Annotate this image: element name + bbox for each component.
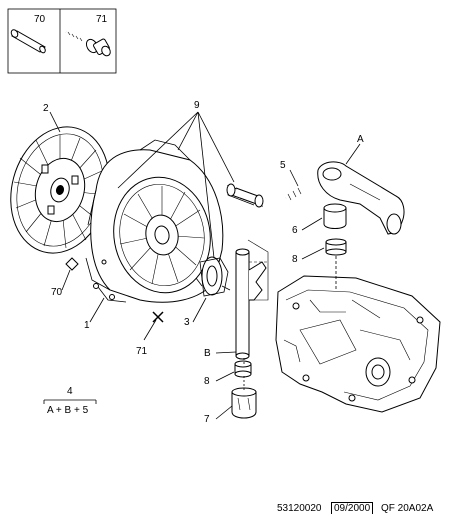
kit-formula: A + B + 5 — [47, 405, 89, 416]
kit-legend: 4 A + B + 5 — [43, 386, 97, 416]
footer-code: QF 20A02A — [381, 503, 434, 514]
callout-A: A — [357, 134, 364, 145]
callout-2: 2 — [43, 103, 49, 114]
upper-seal — [325, 238, 347, 256]
callout-7: 7 — [204, 414, 210, 425]
lower-bush — [234, 360, 252, 378]
footer-date: 09/2000 — [331, 502, 374, 514]
callout-8-lower: 8 — [204, 376, 210, 387]
push-rod — [285, 176, 323, 201]
callout-71: 71 — [136, 346, 148, 357]
callout-5: 5 — [280, 160, 286, 171]
callout-6: 6 — [292, 225, 298, 236]
inset-label-70: 70 — [34, 14, 46, 25]
inset-label-71: 71 — [96, 14, 108, 25]
release-bearing — [195, 256, 231, 297]
footer-ref: 53120020 — [277, 503, 322, 514]
leader-lines — [49, 111, 361, 420]
callout-B: B — [204, 348, 211, 359]
gearbox-housing — [275, 275, 441, 413]
callout-70: 70 — [51, 287, 63, 298]
clutch-disc — [10, 126, 110, 254]
lower-bearing — [231, 387, 257, 419]
callout-3: 3 — [184, 317, 190, 328]
dowel-pin-icon — [10, 29, 46, 54]
inset-box: 70 71 — [7, 8, 117, 74]
fork-shaft — [235, 239, 269, 360]
fork-lever — [317, 161, 405, 235]
callout-1: 1 — [84, 320, 90, 331]
callout-9: 9 — [194, 100, 200, 111]
upper-bush — [323, 203, 347, 229]
kit-number: 4 — [67, 386, 73, 397]
guide-sleeve — [226, 183, 264, 208]
bolt-icon — [65, 30, 111, 57]
callout-8-upper: 8 — [292, 254, 298, 265]
